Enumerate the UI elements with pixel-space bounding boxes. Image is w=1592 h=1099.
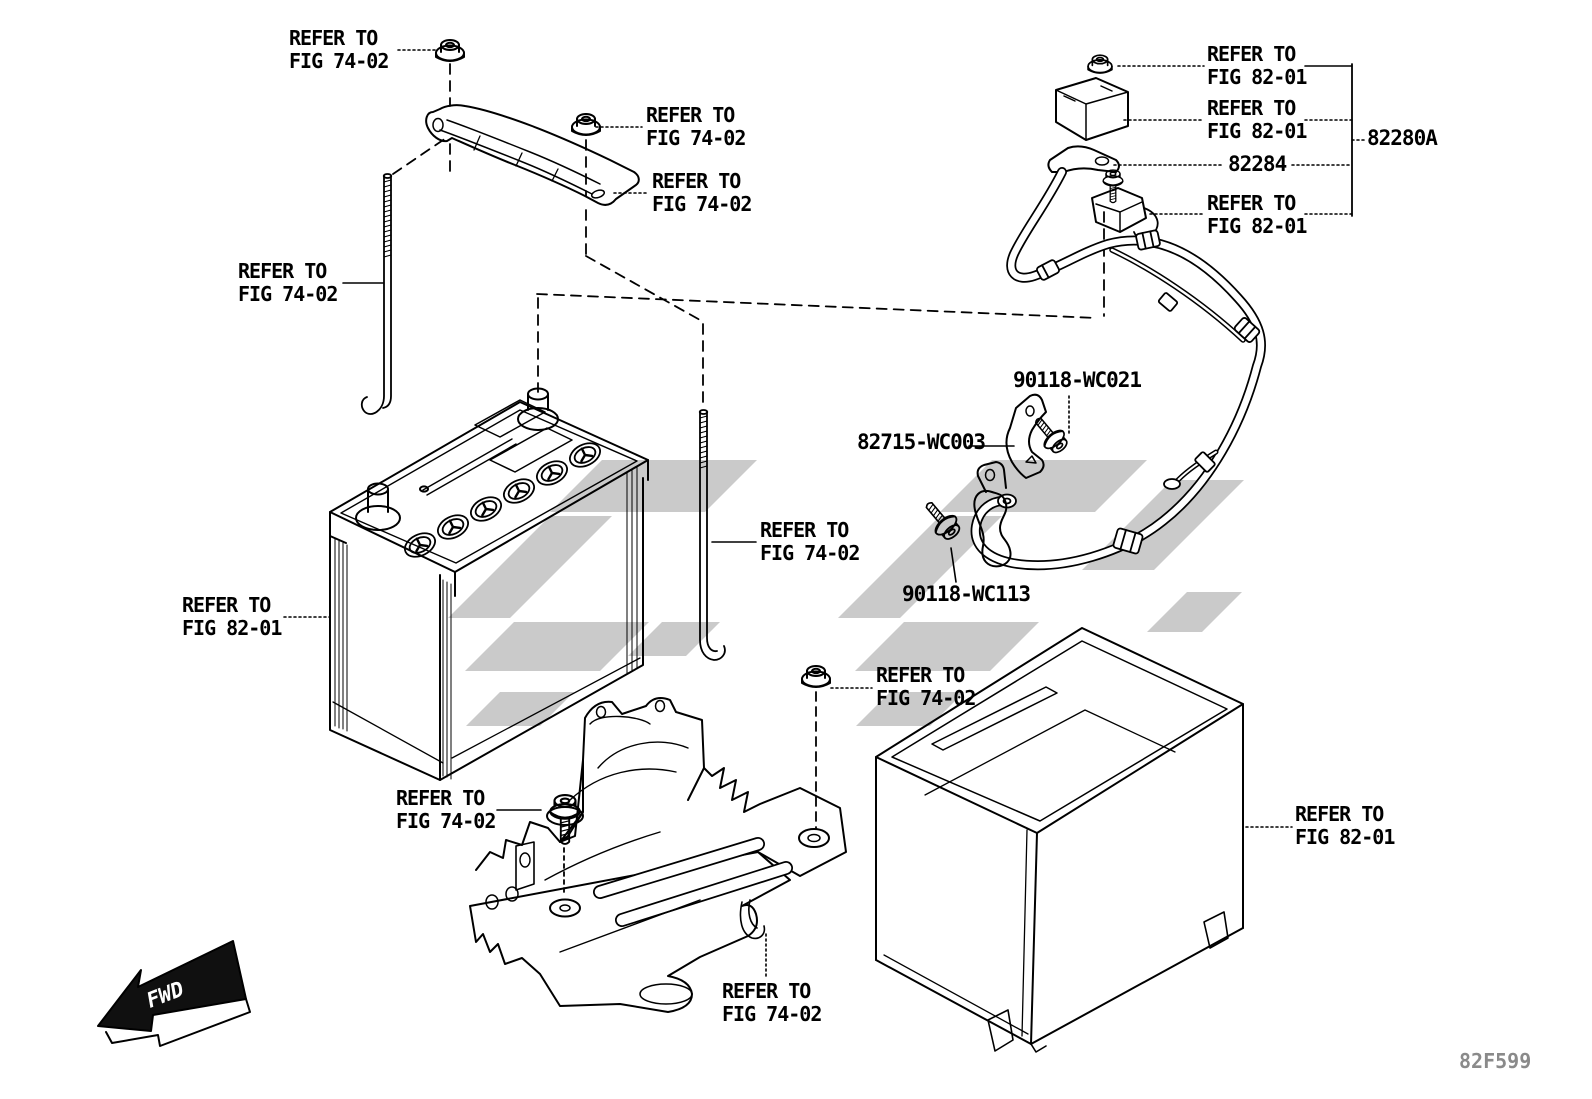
j-bolt-left — [360, 173, 393, 415]
flange-nut-clamp-right — [571, 113, 601, 136]
callout-refer-fig74-clamp-bar: REFER TO FIG 74-02 — [652, 169, 752, 216]
callout-refer-fig74-tray-clip: REFER TO FIG 74-02 — [722, 979, 822, 1026]
callout-refer-fig74-jbolt-right: REFER TO FIG 74-02 — [760, 518, 860, 565]
battery-tray — [469, 697, 847, 1013]
cable-clip — [1157, 292, 1179, 312]
callout-refer-fig74-clamp-nut-right: REFER TO FIG 74-02 — [646, 103, 746, 150]
callout-part-90118-wc021: 90118-WC021 — [1013, 368, 1142, 392]
callout-refer-fig74-clamp-nut-left: REFER TO FIG 74-02 — [289, 26, 389, 73]
callout-refer-fig82-battery: REFER TO FIG 82-01 — [182, 593, 282, 640]
bracket-82715-wc003 — [1005, 393, 1047, 479]
callout-group-82280a: 82280A — [1367, 126, 1438, 150]
figure-code: 82F599 — [1459, 1049, 1532, 1073]
callout-part-82284: 82284 — [1228, 152, 1287, 176]
callout-part-82715-wc003: 82715-WC003 — [857, 430, 986, 454]
cable-end-bracket — [973, 461, 1012, 568]
battery-clamp-bar — [425, 104, 640, 206]
terminal-clamp — [1091, 187, 1147, 233]
cable-clamp — [1112, 527, 1144, 555]
j-bolt-right — [698, 409, 726, 661]
callout-refer-fig82-terminal-clamp: REFER TO FIG 82-01 — [1207, 191, 1307, 238]
callout-refer-fig74-jbolt-left: REFER TO FIG 74-02 — [238, 259, 338, 306]
callout-refer-fig74-tray-bolt: REFER TO FIG 74-02 — [396, 786, 496, 833]
battery-terminal-negative — [355, 482, 401, 531]
leader-lines — [283, 49, 1365, 979]
battery-box — [875, 627, 1244, 1053]
cable-clamp — [1135, 229, 1161, 251]
battery-terminal-positive — [517, 387, 559, 431]
battery — [329, 387, 649, 781]
callout-refer-fig74-tray-nut: REFER TO FIG 74-02 — [876, 663, 976, 710]
flange-nut-clamp-left — [435, 39, 465, 62]
callout-refer-fig82-terminal-nut: REFER TO FIG 82-01 — [1207, 42, 1307, 89]
flange-nut-tray — [801, 665, 831, 688]
callout-refer-fig82-link-holder: REFER TO FIG 82-01 — [1207, 96, 1307, 143]
bolt-90118-wc021 — [1027, 410, 1073, 459]
cable-clamp — [1036, 259, 1060, 281]
cable-connector — [1194, 451, 1216, 473]
callout-refer-fig82-battery-box: REFER TO FIG 82-01 — [1295, 802, 1395, 849]
callout-part-90118-wc113: 90118-WC113 — [902, 582, 1031, 606]
terminal-plate-82284 — [1047, 145, 1120, 173]
cable-ring-terminal-small — [1163, 478, 1181, 490]
fusible-link-holder — [1055, 77, 1129, 141]
fwd-arrow: FWD — [97, 940, 251, 1047]
cable-clamp — [1233, 317, 1261, 343]
flange-nut-terminal — [1087, 54, 1113, 74]
